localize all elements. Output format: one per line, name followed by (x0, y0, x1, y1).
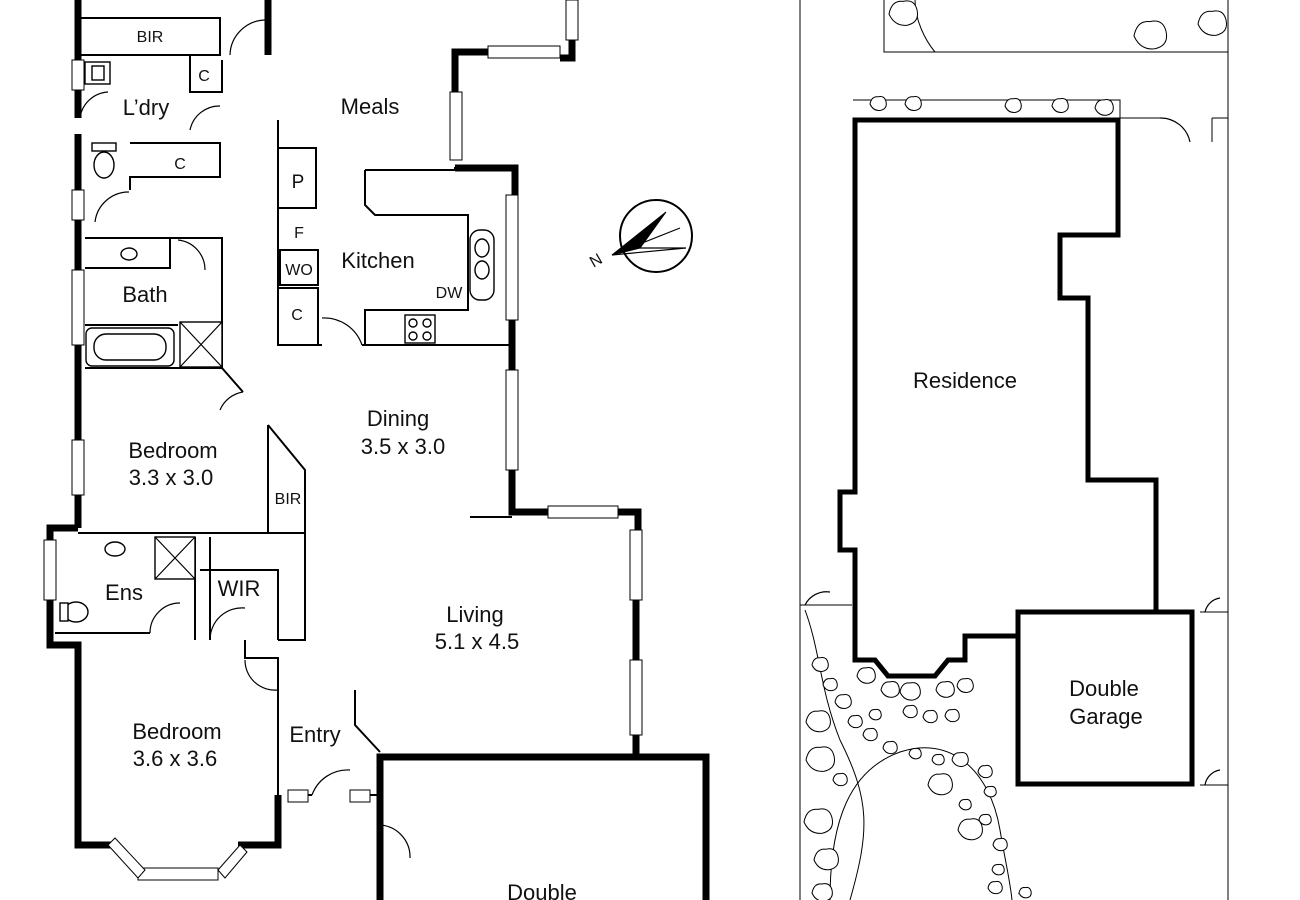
label-living: Living (446, 602, 503, 627)
north-arrow: N (587, 199, 693, 273)
label-fridge: F (294, 225, 304, 242)
shrub-icon (957, 818, 983, 841)
label-cupboard-laundry: C (198, 68, 210, 85)
shrub-icon (1051, 98, 1069, 113)
shrub-icon (992, 837, 1008, 852)
site-plan (799, 0, 1229, 900)
north-label: N (587, 251, 606, 272)
fixtures (59, 61, 515, 623)
shrub-icon (803, 808, 833, 834)
shrub-icon (983, 785, 997, 798)
shrub-icon (811, 883, 833, 900)
label-wall-oven: WO (285, 262, 313, 279)
shrub-icon (856, 667, 876, 684)
label-bir-top: BIR (137, 29, 164, 46)
shrub-icon (1018, 886, 1032, 899)
shrub-icon (904, 96, 922, 111)
label-dishwasher: DW (436, 285, 464, 302)
windows (43, 0, 643, 881)
shrub-icon (862, 727, 878, 742)
shrub-icon (931, 753, 945, 766)
shrub-icon (958, 798, 972, 811)
shrub-icon (888, 0, 918, 26)
shrub-icon (951, 752, 969, 767)
label-site-garage-line1: Double (1069, 676, 1139, 701)
shrub-icon (1094, 99, 1114, 116)
shrub-icon (922, 709, 938, 724)
shrub-icon (1197, 10, 1227, 36)
shrub-icon (834, 694, 852, 709)
label-dining-size: 3.5 x 3.0 (361, 434, 445, 459)
label-pantry: P (292, 172, 305, 193)
label-site-garage-line2: Garage (1069, 704, 1142, 729)
shrub-icon (832, 772, 848, 787)
shrub-icon (805, 746, 835, 772)
shrub-icon (1133, 20, 1168, 50)
shrub-icon (991, 863, 1005, 876)
label-bedroom-2-size: 3.3 x 3.0 (129, 465, 213, 490)
label-meals: Meals (341, 94, 400, 119)
label-bir-bedroom-2: BIR (275, 491, 302, 508)
label-dining: Dining (367, 406, 429, 431)
label-cupboard-kitchen: C (291, 307, 303, 324)
shrub-icon (977, 764, 993, 779)
shrub-icon (956, 678, 974, 693)
shrub-icon (1004, 98, 1022, 113)
shrub-icon (868, 708, 882, 721)
shrub-icon (880, 681, 900, 698)
label-bedroom-1: Bedroom (132, 719, 221, 744)
shrub-icon (869, 96, 887, 111)
shrub-icon (935, 681, 955, 698)
label-bedroom-1-size: 3.6 x 3.6 (133, 746, 217, 771)
label-garage: Double (507, 880, 577, 900)
shrub-icon (902, 704, 918, 719)
label-ensuite: Ens (105, 580, 143, 605)
label-living-size: 5.1 x 4.5 (435, 629, 519, 654)
shrub-icon (927, 773, 953, 796)
shrub-icon (805, 710, 831, 733)
label-laundry: L’dry (123, 95, 169, 120)
doors (79, 19, 411, 859)
label-wir: WIR (218, 576, 261, 601)
label-kitchen: Kitchen (341, 248, 414, 273)
shrub-icon (978, 813, 992, 826)
shrub-icon (813, 848, 839, 871)
label-entry: Entry (289, 722, 340, 747)
shrub-icon (899, 682, 921, 701)
shrub-icon (987, 880, 1003, 895)
shrub-icon (908, 747, 922, 760)
label-cupboard-hall: C (174, 156, 186, 173)
shrub-icon (847, 714, 863, 729)
label-residence: Residence (913, 368, 1017, 393)
room-labels: BIR C L’dry C Meals P F WO Kitchen C DW … (105, 29, 577, 900)
label-bedroom-2: Bedroom (128, 438, 217, 463)
shrub-icon (811, 657, 829, 672)
shrub-icon (822, 677, 838, 692)
site-labels: Residence Double Garage (913, 368, 1143, 729)
shrub-icon (882, 740, 898, 755)
shrub-icon (944, 708, 960, 723)
label-bath: Bath (122, 282, 167, 307)
landscape-shrubs (803, 0, 1227, 900)
